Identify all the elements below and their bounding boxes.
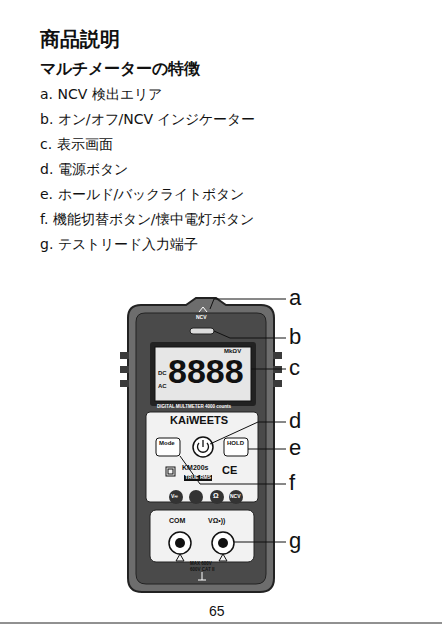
jack-label: VΩ•)) bbox=[208, 517, 225, 525]
feature-item: c. 表示画面 bbox=[40, 136, 113, 152]
feature-item: g. テストリード入力端子 bbox=[40, 236, 198, 252]
model-line: DIGITAL MULTMETER 4000 counts bbox=[157, 404, 231, 409]
feature-item: f. 機能切替ボタン/懐中電灯ボタン bbox=[40, 211, 254, 227]
true-rms-badge: TRUE RMS bbox=[184, 475, 212, 481]
ncv-mark: NCV bbox=[196, 315, 207, 321]
callout-letter: g bbox=[289, 528, 301, 553]
page-number: 65 bbox=[209, 603, 225, 619]
mode-icon: NCV bbox=[230, 494, 241, 500]
section-heading: マルチメーターの特徴 bbox=[40, 60, 200, 78]
callout-letter: d bbox=[289, 408, 301, 433]
feature-item: b. オン/オフ/NCV インジケーター bbox=[40, 111, 256, 127]
callout-letter: e bbox=[289, 435, 301, 460]
callout-letter: b bbox=[289, 324, 301, 349]
rating-note: 600V CAT II bbox=[190, 567, 214, 572]
jack-label: COM bbox=[169, 517, 185, 525]
ac-icon: AC bbox=[158, 383, 167, 390]
model-name: KM200s bbox=[182, 464, 208, 472]
mode-icon: V≂ bbox=[171, 494, 178, 500]
feature-item: d. 電源ボタン bbox=[40, 161, 128, 177]
ce-mark: CE bbox=[222, 464, 237, 477]
feature-item: a. NCV 検出エリア bbox=[40, 86, 162, 102]
hold-button: HOLD bbox=[227, 440, 244, 447]
callout-letter: f bbox=[289, 470, 295, 495]
display-digits: 8888 bbox=[168, 352, 244, 391]
dc-icon: DC bbox=[158, 370, 167, 377]
callout-letter: c bbox=[289, 355, 300, 380]
page-title: 商品説明 bbox=[40, 28, 120, 51]
callout-letter: a bbox=[289, 285, 301, 310]
mode-icon: Ω bbox=[213, 492, 219, 500]
feature-item: e. ホールド/バックライトボタン bbox=[40, 186, 244, 202]
rating-note: MAX 600V bbox=[190, 561, 212, 566]
brand-logo: KAiWEETS bbox=[170, 414, 228, 427]
mode-button: Mode bbox=[159, 440, 175, 447]
